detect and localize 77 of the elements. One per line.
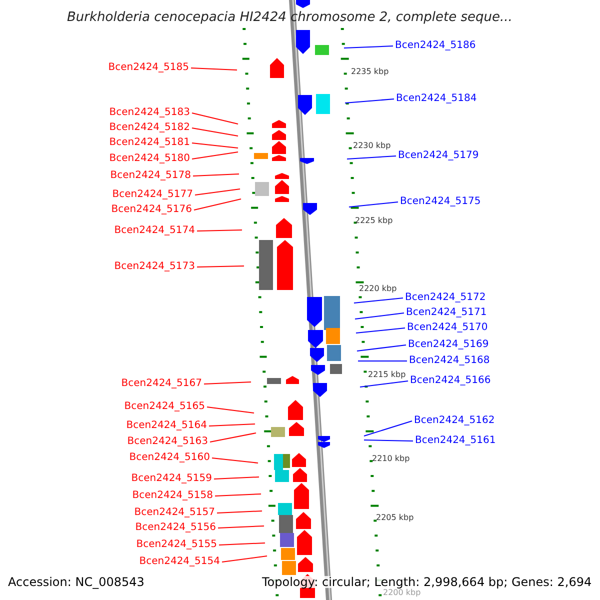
gene-label: Bcen2424_5159 bbox=[131, 474, 212, 484]
gene-label: Bcen2424_5176 bbox=[111, 205, 192, 215]
gene-label: Bcen2424_5161 bbox=[415, 436, 496, 446]
gene-label: Bcen2424_5167 bbox=[121, 379, 202, 389]
gene-label: Bcen2424_5160 bbox=[129, 453, 210, 463]
leader-line bbox=[212, 458, 258, 464]
gene-label: Bcen2424_5163 bbox=[127, 437, 208, 447]
scale-label: 2220 kbp bbox=[359, 285, 397, 293]
gene-label: Bcen2424_5181 bbox=[109, 138, 190, 148]
gene-label: Bcen2424_5180 bbox=[109, 154, 190, 164]
leader-line bbox=[208, 424, 256, 426]
leader-line bbox=[364, 420, 412, 436]
leader-line bbox=[196, 266, 244, 268]
diagram-title: Burkholderia cenocepacia HI2424 chromosome 2, complete seque... bbox=[67, 11, 512, 24]
leader-line bbox=[356, 328, 406, 334]
leader-line bbox=[358, 360, 408, 362]
gene-label: Bcen2424_5183 bbox=[109, 108, 190, 118]
leader-line bbox=[360, 380, 408, 388]
leader-line bbox=[192, 174, 240, 176]
gene-label: Bcen2424_5156 bbox=[135, 523, 216, 533]
scale-label: 2225 kbp bbox=[355, 217, 393, 225]
gene-label: Bcen2424_5184 bbox=[396, 94, 477, 104]
gene-label: Bcen2424_5177 bbox=[112, 190, 193, 200]
scale-label: 2205 kbp bbox=[376, 514, 414, 522]
leader-line bbox=[354, 312, 404, 320]
leader-line bbox=[354, 298, 404, 304]
leader-line bbox=[194, 188, 240, 196]
gene-label: Bcen2424_5169 bbox=[408, 340, 489, 350]
leader-line bbox=[348, 202, 398, 208]
leader-line bbox=[214, 494, 262, 496]
genome-summary-text: Topology: circular; Length: 2,998,664 bp; Genes: 2,694 bbox=[262, 576, 592, 588]
leader-line bbox=[214, 476, 260, 480]
gene-label: Bcen2424_5175 bbox=[400, 197, 481, 207]
leader-line bbox=[192, 152, 238, 160]
scale-label: 2215 kbp bbox=[368, 371, 406, 379]
leader-line bbox=[344, 46, 394, 48]
leader-line bbox=[206, 406, 254, 414]
gene-label: Bcen2424_5179 bbox=[398, 151, 479, 161]
gene-label: Bcen2424_5186 bbox=[395, 41, 476, 51]
gene-label: Bcen2424_5170 bbox=[407, 323, 488, 333]
scale-label: 2200 kbp bbox=[383, 589, 421, 597]
leader-line bbox=[204, 382, 252, 384]
leader-line bbox=[364, 440, 414, 442]
accession-text: Accession: NC_008543 bbox=[8, 576, 144, 588]
leader-line bbox=[346, 156, 396, 160]
gene-label: Bcen2424_5172 bbox=[405, 293, 486, 303]
leader-line bbox=[344, 98, 394, 104]
leader-line bbox=[218, 526, 264, 528]
leader-line bbox=[216, 510, 262, 514]
scale-label: 2235 kbp bbox=[351, 68, 389, 76]
gene-label: Bcen2424_5168 bbox=[409, 356, 490, 366]
gene-label: Bcen2424_5157 bbox=[134, 508, 215, 518]
leader-line bbox=[192, 142, 238, 148]
gene-label: Bcen2424_5182 bbox=[109, 123, 190, 133]
scale-label: 2230 kbp bbox=[353, 142, 391, 150]
leader-line bbox=[190, 68, 238, 70]
leader-line bbox=[356, 344, 406, 352]
gene-label: Bcen2424_5165 bbox=[124, 402, 205, 412]
gene-label: Bcen2424_5185 bbox=[108, 63, 189, 73]
gene-label: Bcen2424_5162 bbox=[414, 416, 495, 426]
leader-line bbox=[210, 432, 256, 442]
leader-line bbox=[222, 556, 268, 562]
leader-line bbox=[192, 112, 238, 124]
leader-line bbox=[196, 230, 242, 232]
leader-line bbox=[192, 128, 238, 136]
gene-label: Bcen2424_5154 bbox=[139, 557, 220, 567]
gene-label: Bcen2424_5166 bbox=[410, 376, 491, 386]
gene-label: Bcen2424_5155 bbox=[136, 540, 217, 550]
gene-label: Bcen2424_5164 bbox=[126, 421, 207, 431]
gene-label: Bcen2424_5173 bbox=[114, 262, 195, 272]
leader-line bbox=[218, 542, 266, 546]
gene-label: Bcen2424_5178 bbox=[110, 171, 191, 181]
gene-label: Bcen2424_5174 bbox=[114, 226, 195, 236]
leader-line bbox=[194, 198, 242, 210]
gene-label: Bcen2424_5171 bbox=[406, 308, 487, 318]
scale-label: 2210 kbp bbox=[372, 455, 410, 463]
gene-label: Bcen2424_5158 bbox=[132, 491, 213, 501]
